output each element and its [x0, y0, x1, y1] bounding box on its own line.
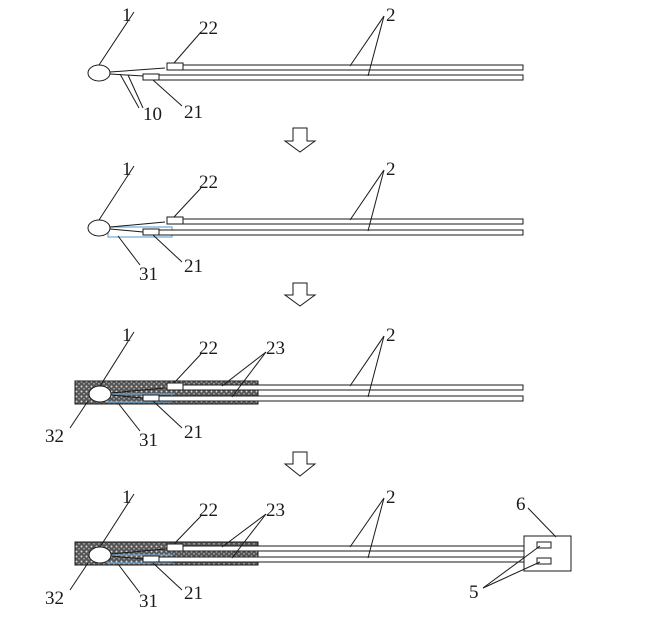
weld-joint-22: [166, 382, 184, 391]
step-4-group: [69, 493, 572, 594]
down-arrow-3: [283, 451, 317, 477]
step-1-group: [87, 11, 524, 109]
lead-wire-lower: [158, 74, 524, 81]
label-21: 21: [184, 583, 203, 604]
label-10: 10: [143, 104, 162, 125]
thermistor-bead: [88, 546, 112, 564]
weld-joint-21: [142, 555, 160, 563]
lead-wire-upper: [182, 64, 524, 71]
label-31: 31: [139, 264, 158, 285]
connector-terminal-lower: [536, 557, 552, 565]
label-1: 1: [122, 5, 132, 26]
label-1: 1: [122, 487, 132, 508]
step-2-group: [87, 165, 524, 266]
lead-wire-upper: [182, 218, 524, 225]
label-2: 2: [386, 159, 396, 180]
label-22: 22: [199, 500, 218, 521]
label-2: 2: [386, 325, 396, 346]
lead-wire-lower: [158, 229, 524, 236]
label-32: 32: [45, 426, 64, 447]
label-23: 23: [266, 500, 285, 521]
weld-joint-22: [166, 543, 184, 552]
label-1: 1: [122, 325, 132, 346]
thermistor-bead: [87, 219, 111, 237]
label-22: 22: [199, 338, 218, 359]
label-31: 31: [139, 430, 158, 451]
lead-wire-lower: [158, 395, 524, 402]
label-31: 31: [139, 591, 158, 612]
label-21: 21: [184, 422, 203, 443]
thermistor-bead: [87, 64, 111, 82]
lead-wire-upper: [182, 384, 524, 391]
label-22: 22: [199, 172, 218, 193]
label-21: 21: [184, 256, 203, 277]
label-2: 2: [386, 487, 396, 508]
down-arrow-2: [283, 282, 317, 307]
lead-wire-lower: [158, 556, 525, 563]
weld-joint-21: [142, 394, 160, 402]
step-3-group: [69, 331, 524, 432]
weld-joint-21: [142, 228, 160, 236]
lead-wire-upper: [182, 545, 525, 552]
weld-joint-22: [166, 216, 184, 225]
label-1: 1: [122, 159, 132, 180]
label-2: 2: [386, 5, 396, 26]
label-5: 5: [469, 582, 479, 603]
label-23: 23: [266, 338, 285, 359]
weld-joint-21: [142, 73, 160, 81]
label-21: 21: [184, 102, 203, 123]
down-arrow-1: [283, 127, 317, 153]
connector-terminal-upper: [536, 541, 552, 549]
label-32: 32: [45, 588, 64, 609]
weld-joint-22: [166, 62, 184, 71]
thermistor-bead: [88, 385, 112, 403]
label-22: 22: [199, 18, 218, 39]
label-6: 6: [516, 494, 526, 515]
